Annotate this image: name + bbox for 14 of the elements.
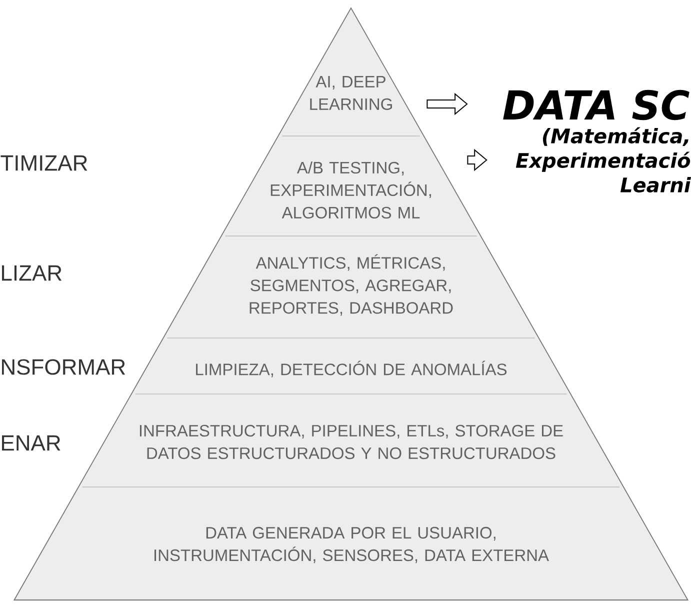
block-arrow — [426, 92, 468, 116]
tier-text: INFRAESTRUCTURA, PIPELINES, ETLs, STORAGE DE DATOS ESTRUCTURADOS Y NO ESTRUCTURADOS — [140, 424, 563, 460]
side-label: ENAR — [2, 435, 60, 451]
block-arrow — [467, 148, 488, 172]
heading: DATA SC — [503, 90, 690, 120]
tier-text: ANALYTICS, MÉTRICAS, SEGMENTOS, AGREGAR, REPORTES, DASHBOARD — [250, 254, 453, 316]
tier-text: A/B TESTING, EXPERIMENTACIÓN, ALGORITMOS ML — [270, 161, 431, 219]
tier-text: AI, DEEP LEARNING — [310, 76, 392, 110]
side-label: NSFORMAR — [2, 359, 126, 375]
side-label: LIZAR — [2, 265, 62, 281]
side-label: TIMIZAR — [0, 155, 88, 171]
tier-text: DATA GENERADA POR EL USUARIO, INSTRUMENTACIÓN, SENSORES, DATA EXTERNA — [154, 526, 549, 564]
tier-text: LIMPIEZA, DETECCIÓN DE ANOMALÍAS — [196, 360, 507, 378]
subtitle: (Matemática, Experimentació Learni — [516, 127, 691, 192]
